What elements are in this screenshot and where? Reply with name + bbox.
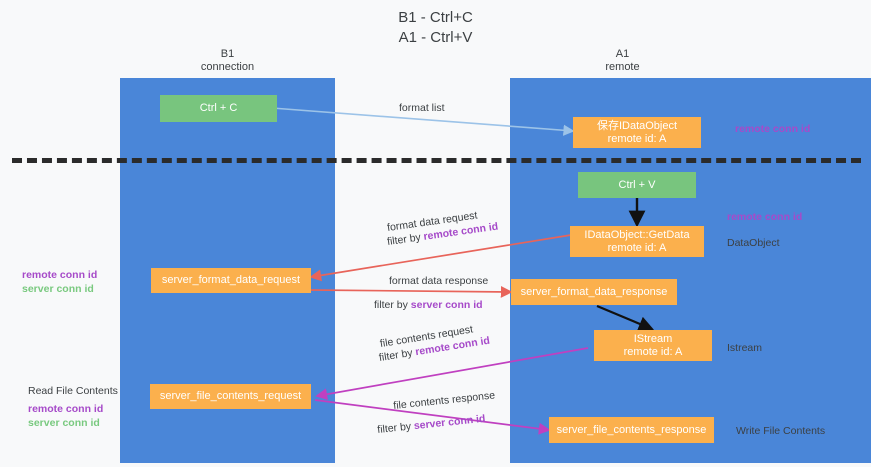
annotation-left-remote-conn-id-bottom: remote conn id [28,403,104,415]
box-server-format-data-request[interactable]: server_format_data_request [151,268,311,293]
box-istream[interactable]: IStream remote id: A [594,330,712,361]
annotation-left-server-conn-id-mid: server conn id [22,283,94,295]
lane-header-b1: B1 connection [200,48,255,73]
annotation-istream: Istream [727,342,763,354]
box-ctrl-v[interactable]: Ctrl + V [578,172,696,198]
annotation-dataobject: DataObject [727,237,780,249]
annotation-read-file-contents: Read File Contents [28,385,118,397]
annotation-write-file-contents: Write File Contents [736,425,826,437]
edge-label-format-list: format list [399,102,445,114]
filter-value-server-conn-id-1: server conn id [410,299,483,311]
edge-label-format-data-response-filter: filter by server conn id [374,299,483,311]
section-divider [12,158,861,163]
annotation-left-server-conn-id-bottom: server conn id [28,417,100,429]
annotation-left-remote-conn-id-mid: remote conn id [22,269,98,281]
box-idataobject-getdata[interactable]: IDataObject::GetData remote id: A [570,226,704,257]
filter-prefix-4: filter by [376,420,415,436]
edge-label-file-contents-response: file contents response [392,389,496,412]
annotation-remote-conn-id-mid: remote conn id [727,211,803,223]
filter-prefix-1: filter by [386,231,425,248]
lane-header-a1: A1 remote [605,48,640,73]
edge-label-file-contents-response-filter: filter by server conn id [377,413,486,436]
box-server-file-contents-response[interactable]: server_file_contents_response [549,417,714,443]
box-server-format-data-response[interactable]: server_format_data_response [511,279,677,305]
annotation-remote-conn-id-top: remote conn id [735,123,811,135]
page-title: B1 - Ctrl+C A1 - Ctrl+V [398,9,473,46]
arrow-format-data-response [310,285,513,298]
box-ctrl-c[interactable]: Ctrl + C [160,95,277,122]
box-save-idataobject[interactable]: 保存IDataObject remote id: A [573,117,701,148]
filter-prefix-2: filter by [374,299,411,311]
edge-label-format-data-response: format data response [389,275,489,287]
filter-value-server-conn-id-2: server conn id [413,412,486,433]
box-server-file-contents-request[interactable]: server_file_contents_request [150,384,311,409]
